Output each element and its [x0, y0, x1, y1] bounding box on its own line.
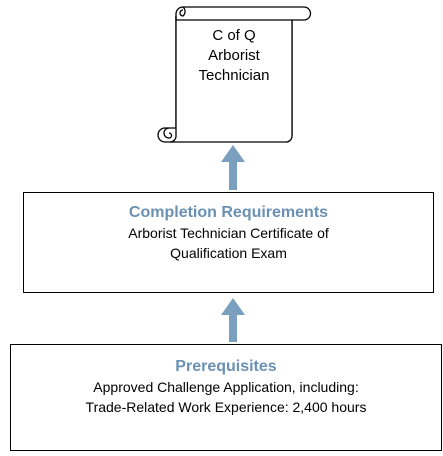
arrow-up-icon [221, 298, 245, 342]
certificate-line: Technician [198, 67, 270, 84]
completion-requirements-box: Completion Requirements Arborist Technic… [23, 192, 434, 293]
completion-requirements-title: Completion Requirements [128, 204, 329, 221]
completion-line: Arborist Technician Certificate of [128, 225, 329, 241]
certificate-scroll-icon [157, 6, 312, 143]
arrow-up-icon [221, 145, 245, 190]
certificate-title: C of Q Arborist Technician [176, 26, 292, 86]
certificate-line: Arborist [208, 47, 260, 64]
certificate-line: C of Q [212, 27, 256, 44]
prerequisites-body: Approved Challenge Application, includin… [11, 377, 441, 417]
completion-requirements-body: Arborist Technician Certificate of Quali… [24, 223, 433, 263]
prerequisites-line: Trade-Related Work Experience: 2,400 hou… [85, 399, 367, 415]
prerequisites-title: Prerequisites [175, 358, 277, 375]
prerequisites-box: Prerequisites Approved Challenge Applica… [10, 344, 442, 451]
prerequisites-line: Approved Challenge Application, includin… [93, 379, 359, 395]
completion-line: Qualification Exam [170, 245, 287, 261]
